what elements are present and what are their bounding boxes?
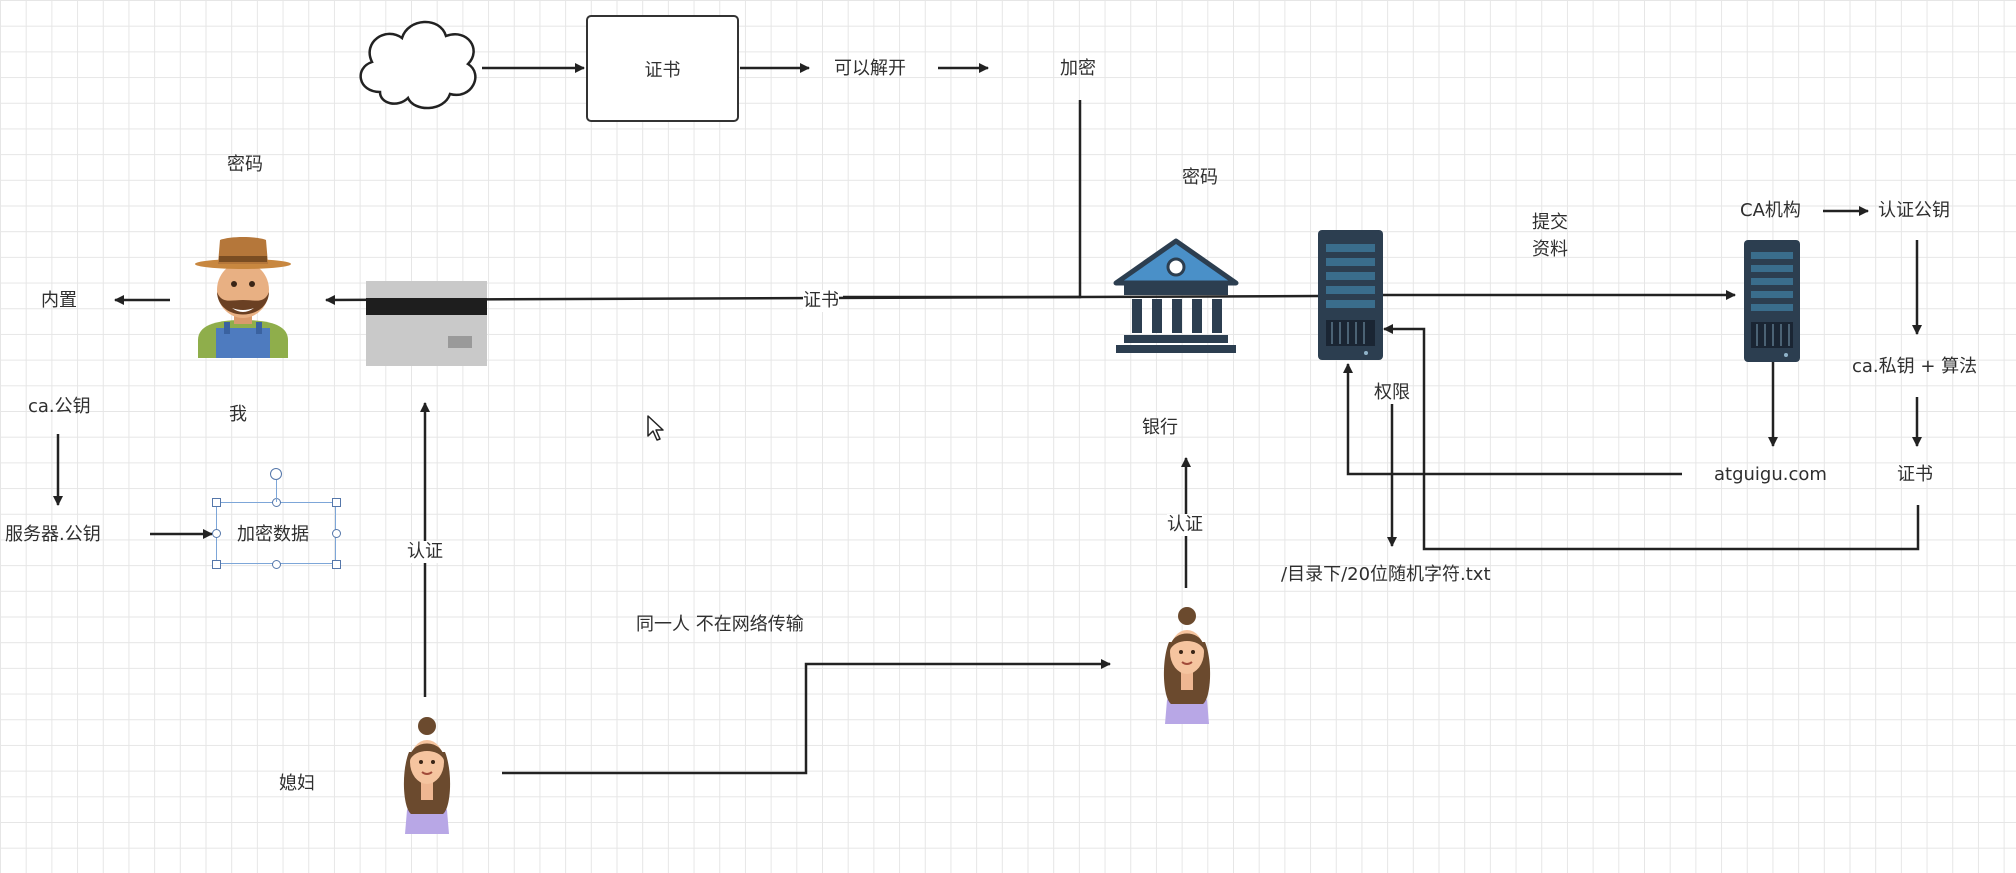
ca-pubkey-label: ca.公钥: [28, 396, 91, 417]
cert-box-label: 证书: [644, 59, 681, 81]
woman-avatar-icon: [403, 717, 451, 834]
me-label: 我: [229, 404, 247, 425]
arrow-domain-to-server: [1343, 363, 1682, 476]
arrow-cert-to-server: [1383, 324, 1920, 551]
bank-label: 银行: [1142, 417, 1178, 438]
ca-privkey-label: ca.私钥 + 算法: [1852, 356, 1978, 377]
cert-mid-label: 证书: [803, 290, 839, 312]
bank-building-icon: [1113, 238, 1239, 353]
resize-handle[interactable]: [332, 560, 341, 569]
rotate-handle[interactable]: [270, 468, 282, 480]
permission-label: 权限: [1374, 382, 1410, 403]
domain-label: atguigu.com: [1714, 464, 1827, 485]
encrypted-data-selection[interactable]: [212, 498, 341, 569]
resize-handle[interactable]: [332, 498, 341, 507]
woman-avatar-icon: [1163, 607, 1211, 724]
builtin-label: 内置: [41, 290, 77, 311]
bank-card-icon: [366, 281, 487, 366]
dir-file-label: /目录下/20位随机字符.txt: [1281, 564, 1491, 585]
farmer-avatar-icon: [195, 237, 291, 358]
line-encrypt-to-cert: [843, 100, 1082, 299]
resize-handle[interactable]: [212, 498, 221, 507]
arrow-wife-to-wife2: [502, 659, 1111, 775]
wife-label: 媳妇: [279, 773, 315, 794]
rotate-handle-stem: [276, 480, 277, 502]
submit-info-label-1: 提交: [1532, 212, 1568, 233]
resize-handle[interactable]: [332, 529, 341, 538]
cert-right-label: 证书: [1897, 464, 1933, 485]
ca-org-label: CA机构: [1740, 200, 1801, 221]
password-bank-label: 密码: [1182, 167, 1218, 188]
mouse-cursor-icon: [647, 415, 664, 441]
cert-box[interactable]: 证书: [586, 15, 739, 122]
auth-left-label: 认证: [407, 541, 443, 563]
resize-handle[interactable]: [212, 560, 221, 569]
server-icon: [1744, 240, 1800, 362]
encrypt-label: 加密: [1060, 58, 1096, 79]
verify-pubkey-label: 认证公钥: [1878, 200, 1950, 221]
server-pubkey-label: 服务器.公钥: [5, 524, 101, 545]
same-person-label: 同一人 不在网络传输: [636, 614, 804, 635]
password-label: 密码: [227, 154, 263, 175]
resize-handle[interactable]: [272, 560, 281, 569]
can-decrypt-label: 可以解开: [834, 58, 906, 79]
server-icon: [1318, 230, 1383, 360]
encrypted-data-label: 加密数据: [237, 524, 309, 545]
auth-right-label: 认证: [1167, 514, 1203, 536]
resize-handle[interactable]: [212, 529, 221, 538]
cloud-icon: [359, 20, 477, 110]
submit-info-label-2: 资料: [1532, 239, 1568, 260]
